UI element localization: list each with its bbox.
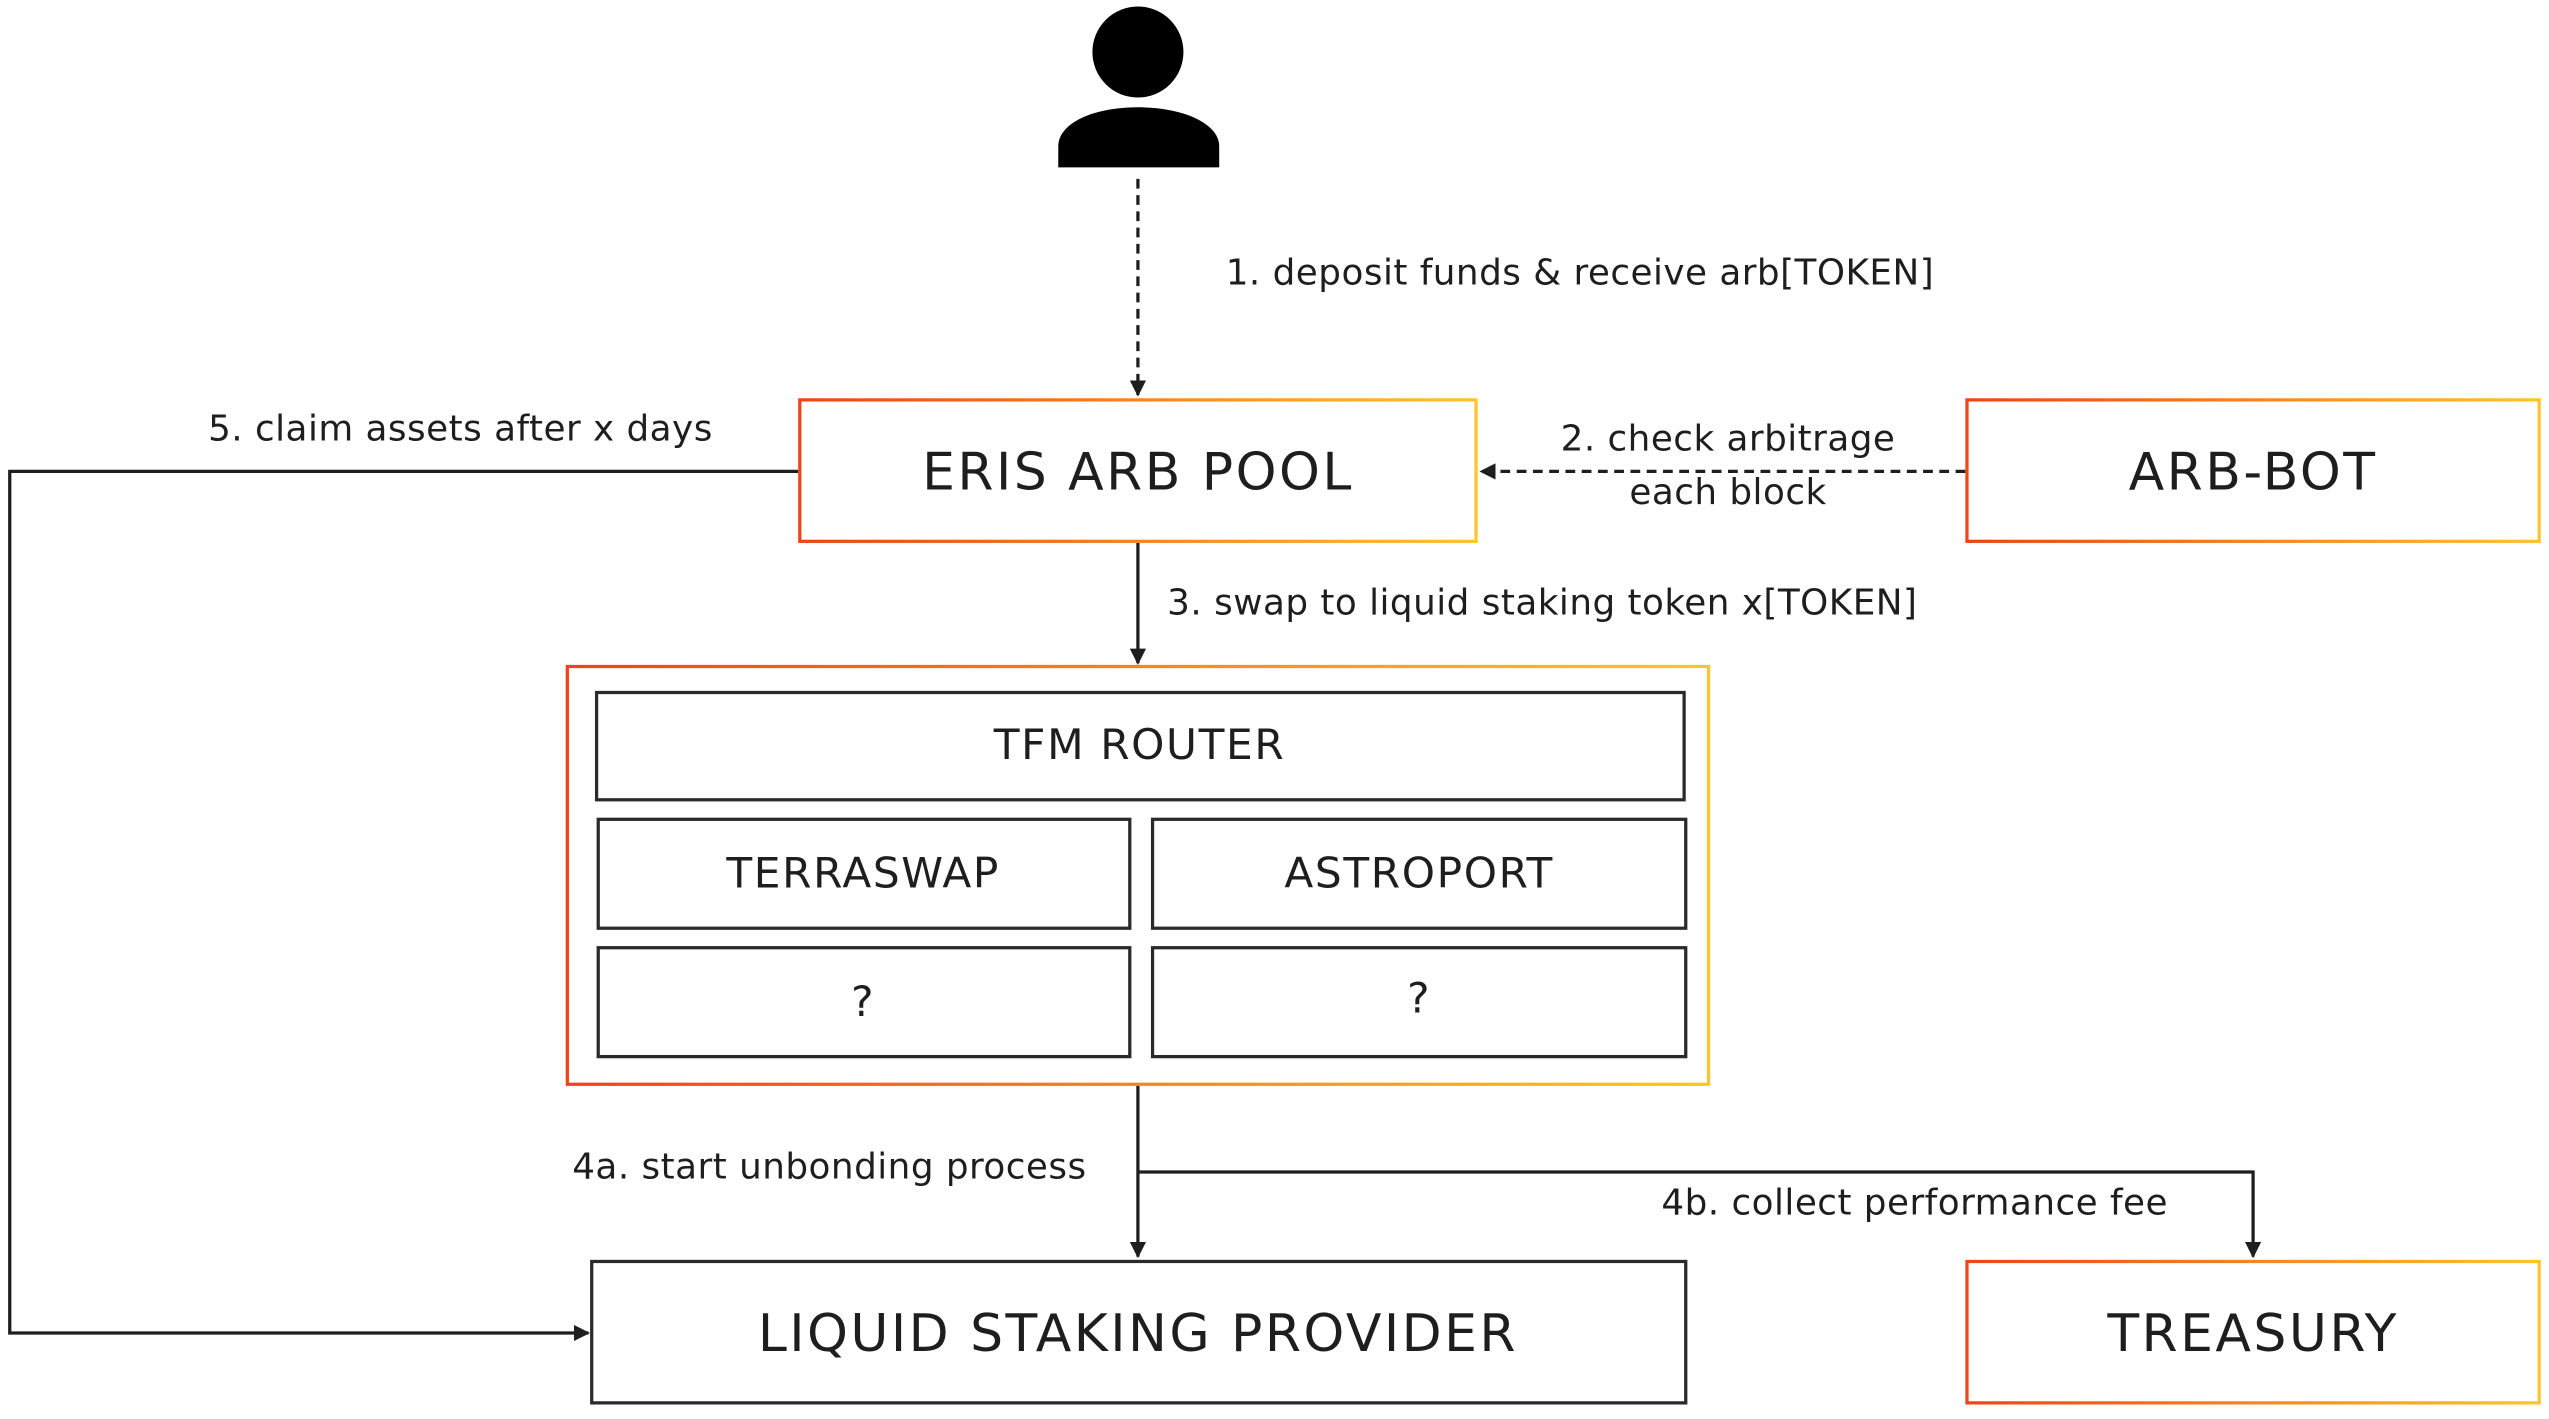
- eris-arb-pool-node: ERIS ARB POOL: [798, 398, 1478, 543]
- dex-container: TFM ROUTER TERRASWAP ASTROPORT ? ?: [565, 664, 1711, 1086]
- astroport-node: ASTROPORT: [1150, 817, 1688, 930]
- treasury-node: TREASURY: [1965, 1259, 2541, 1405]
- step2-label-line1: 2. check arbitrage: [1561, 418, 1896, 459]
- arb-bot-node: ARB-BOT: [1965, 398, 2541, 543]
- astroport-label: ASTROPORT: [1284, 849, 1554, 898]
- unknown-dex-label-2: ?: [1407, 974, 1431, 1023]
- terraswap-label: TERRASWAP: [725, 849, 1000, 898]
- step5-label: 5. claim assets after x days: [208, 409, 713, 450]
- tfm-router-label: TFM ROUTER: [993, 720, 1286, 769]
- terraswap-node: TERRASWAP: [596, 817, 1132, 930]
- step1-label: 1. deposit funds & receive arb[TOKEN]: [1226, 252, 1934, 293]
- unknown-dex-node-2: ?: [1150, 946, 1688, 1059]
- claim-assets-arrow: [8, 469, 799, 1342]
- user-icon: [1058, 6, 1220, 168]
- eris-arb-pool-label: ERIS ARB POOL: [922, 442, 1354, 502]
- step3-label: 3. swap to liquid staking token x[TOKEN]: [1167, 582, 1917, 623]
- unknown-dex-node-1: ?: [596, 946, 1132, 1059]
- unknown-dex-label-1: ?: [851, 977, 875, 1026]
- step2-label-line2: each block: [1629, 472, 1826, 513]
- liquid-staking-provider-node: LIQUID STAKING PROVIDER: [590, 1259, 1688, 1405]
- step4a-label: 4a. start unbonding process: [572, 1147, 1086, 1188]
- tfm-router-node: TFM ROUTER: [594, 690, 1686, 802]
- liquid-staking-provider-label: LIQUID STAKING PROVIDER: [758, 1304, 1518, 1364]
- arb-bot-label: ARB-BOT: [2129, 442, 2378, 502]
- performance-fee-arrow: [1137, 1170, 2262, 1259]
- step4b-label: 4b. collect performance fee: [1661, 1182, 2168, 1223]
- treasury-label: TREASURY: [2106, 1304, 2398, 1364]
